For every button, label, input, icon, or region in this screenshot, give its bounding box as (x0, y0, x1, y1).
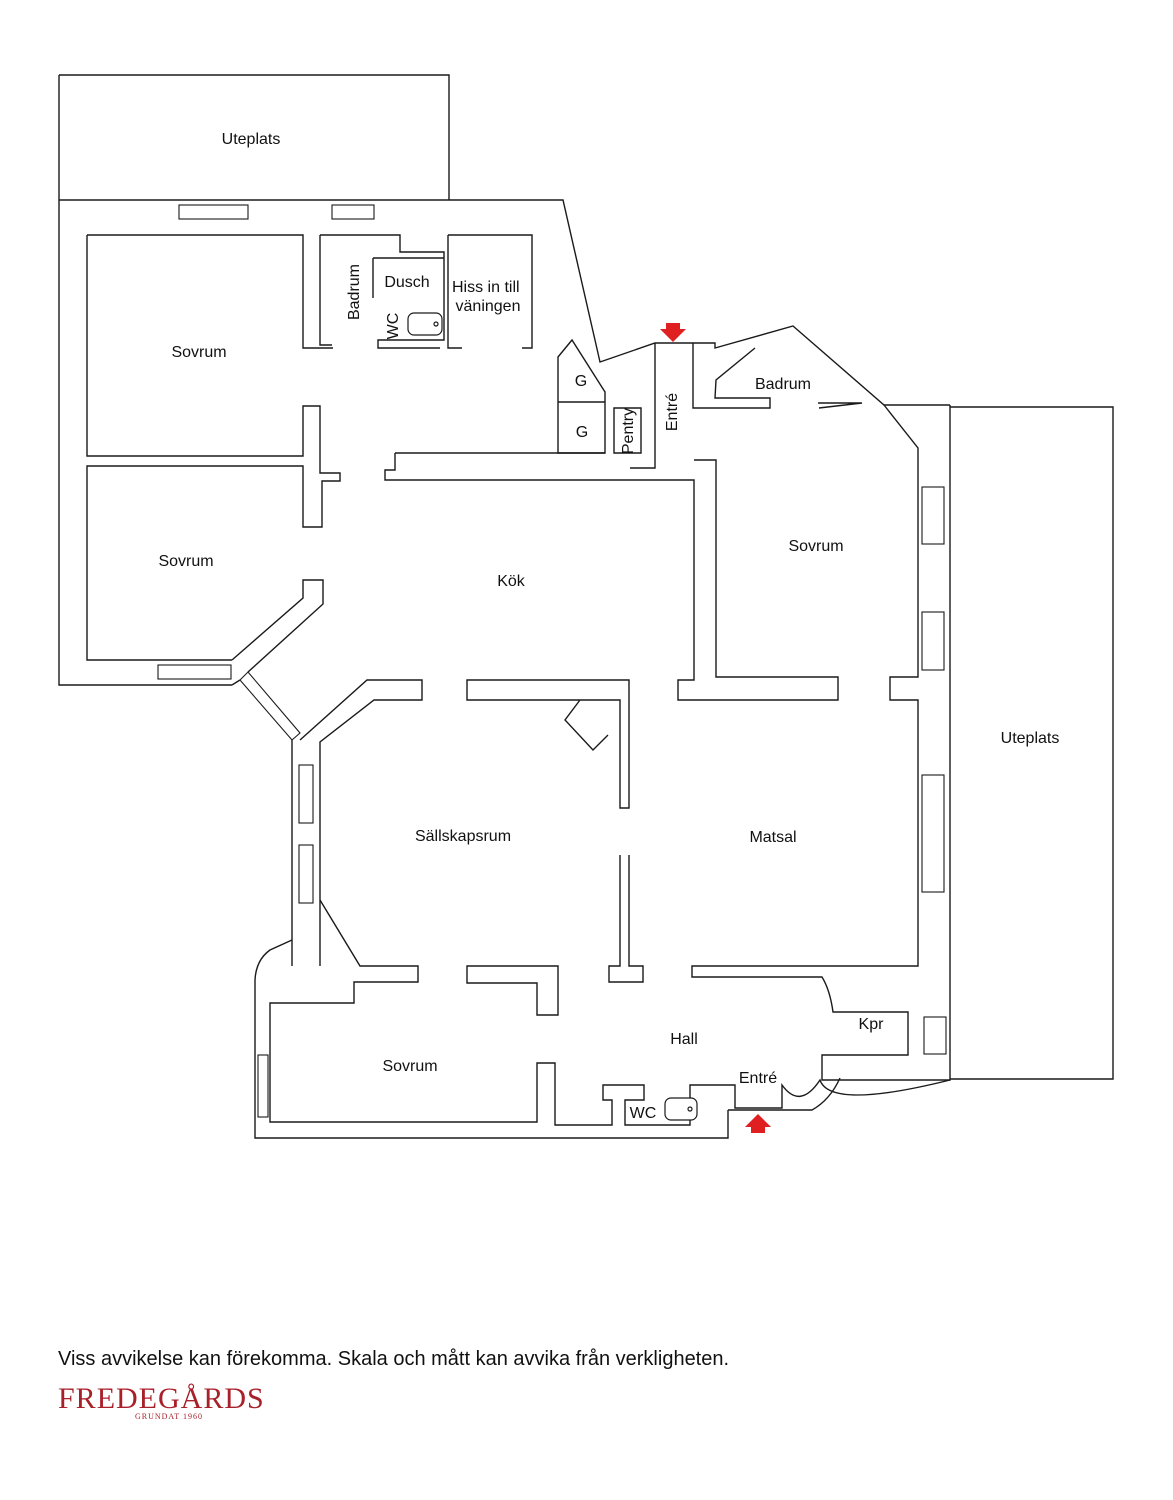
window (331, 204, 375, 220)
living-bay-window (239, 671, 301, 741)
room-label-kok: Kök (497, 573, 526, 590)
dusch-wall (372, 257, 444, 298)
window (921, 611, 945, 671)
room-label-badrum-2: Badrum (755, 376, 811, 393)
window (921, 486, 945, 545)
room-label-entre-2: Entré (739, 1070, 777, 1087)
central-partition-lower (466, 855, 644, 1016)
room-label-matsal: Matsal (749, 829, 796, 846)
room-label-sovrum-3: Sovrum (158, 553, 213, 570)
uteplats-right-outline (950, 406, 1114, 1080)
room-label-sallskapsrum: Sällskapsrum (415, 828, 511, 845)
uteplats-top-outline (58, 74, 450, 200)
outer-wall-bottom (254, 939, 841, 1139)
east-wall (691, 404, 951, 1081)
room-label-kpr: Kpr (859, 1016, 885, 1033)
outer-wall-upper-left-inner (86, 234, 341, 661)
room-label-dusch: Dusch (384, 274, 429, 291)
room-label-g-2: G (576, 424, 588, 441)
room-label-uteplats-right: Uteplats (1001, 730, 1060, 747)
room-label-hall: Hall (670, 1031, 698, 1048)
brand-logo: FREDEGÅRDS GRUNDAT 1960 (58, 1382, 298, 1422)
toilet-2 (664, 1097, 698, 1121)
hiss-label-text: Hiss in till (452, 279, 520, 296)
room-label-wc-1: WC (385, 313, 402, 340)
room-label-sovrum-1: Sovrum (171, 344, 226, 361)
room-label-g-1: G (575, 373, 587, 390)
room-label-badrum-1: Badrum (346, 264, 363, 320)
pentry-outline (613, 407, 642, 454)
window (157, 664, 232, 680)
bath-block (319, 234, 533, 349)
window (298, 764, 314, 824)
disclaimer-text: Viss avvikelse kan förekomma. Skala och … (58, 1348, 730, 1370)
entry-corridor (630, 343, 863, 469)
window (923, 1016, 947, 1055)
room-label-sovrum-2: Sovrum (788, 538, 843, 555)
window (921, 774, 945, 893)
floor-plan: Uteplats Sovrum Badrum Dusch WC Hiss in … (58, 74, 1114, 1139)
entrance-arrow-bottom (745, 1114, 771, 1133)
toilet-1 (407, 312, 443, 336)
lower-walls (269, 899, 951, 1126)
living-diagonal-wall (231, 579, 423, 966)
hiss-label-text-line2: väningen (456, 298, 521, 315)
g-storage (557, 338, 606, 454)
room-label-entre-1: Entré (664, 393, 681, 431)
central-partition (466, 679, 630, 809)
room-label-sovrum-4: Sovrum (382, 1058, 437, 1075)
entrance-arrow-top (660, 323, 686, 342)
kitchen-top-wall (384, 452, 839, 701)
window (298, 844, 314, 904)
room-label-hiss: Hiss in till väningen (452, 279, 524, 315)
brand-tagline: GRUNDAT 1960 (134, 1412, 204, 1421)
window (178, 204, 249, 220)
room-label-uteplats-top: Uteplats (222, 131, 281, 148)
brand-name: FREDEGÅRDS (58, 1382, 265, 1415)
room-label-pentry: Pentry (620, 408, 637, 454)
outer-wall-upper-left (58, 199, 950, 686)
room-label-wc-2: WC (630, 1105, 657, 1122)
window (257, 1054, 269, 1118)
